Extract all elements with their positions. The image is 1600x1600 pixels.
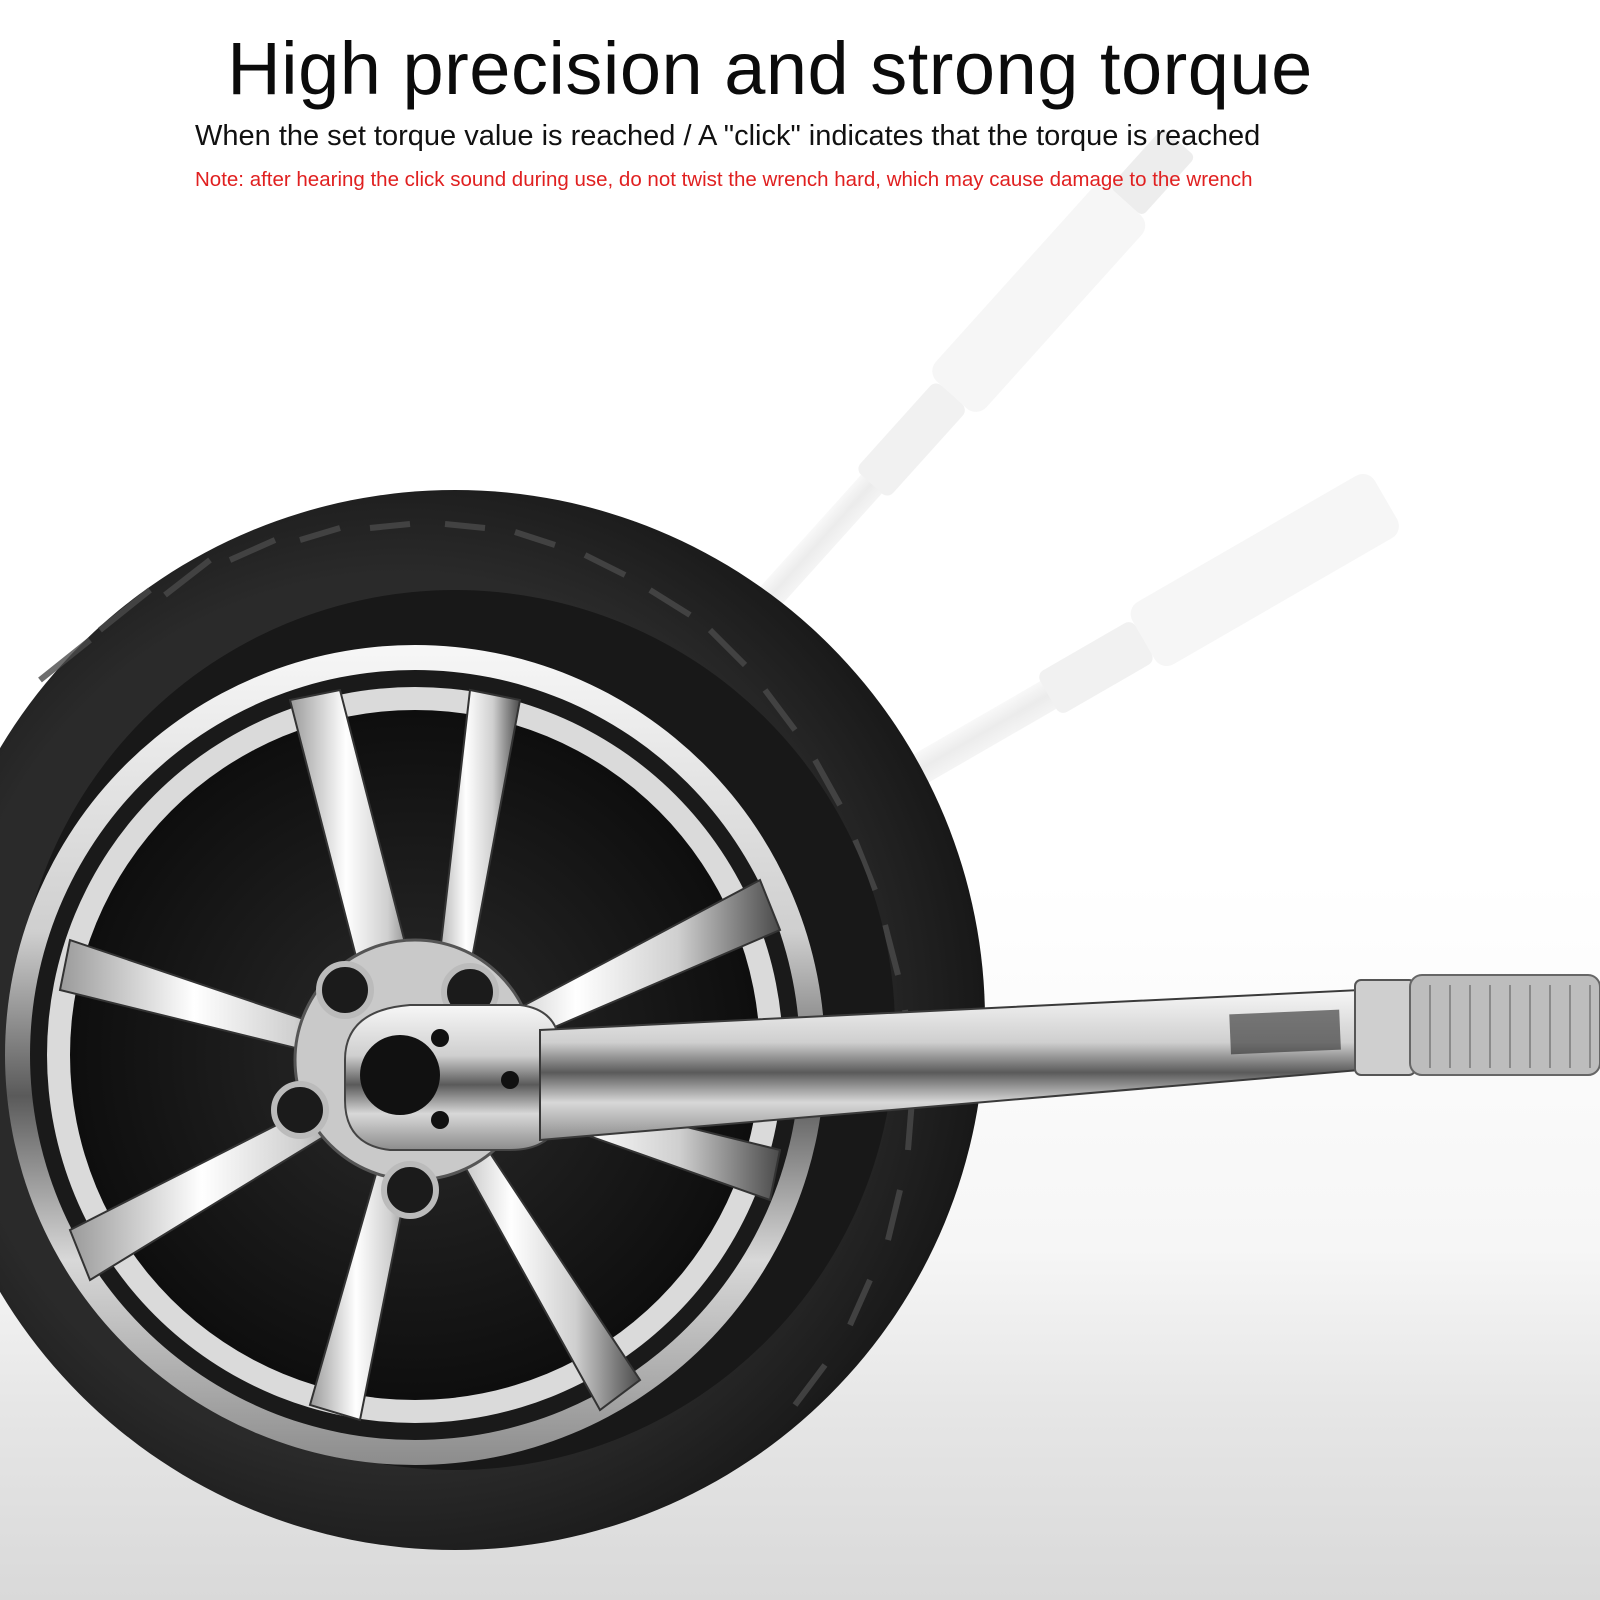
page-subtitle: When the set torque value is reached / A… (195, 120, 1261, 152)
warning-note: Note: after hearing the click sound duri… (195, 168, 1253, 191)
torque-wrench-icon (344, 974, 1600, 1151)
page-title: High precision and strong torque (227, 27, 1313, 110)
header: High precision and strong torque When th… (0, 0, 1600, 210)
